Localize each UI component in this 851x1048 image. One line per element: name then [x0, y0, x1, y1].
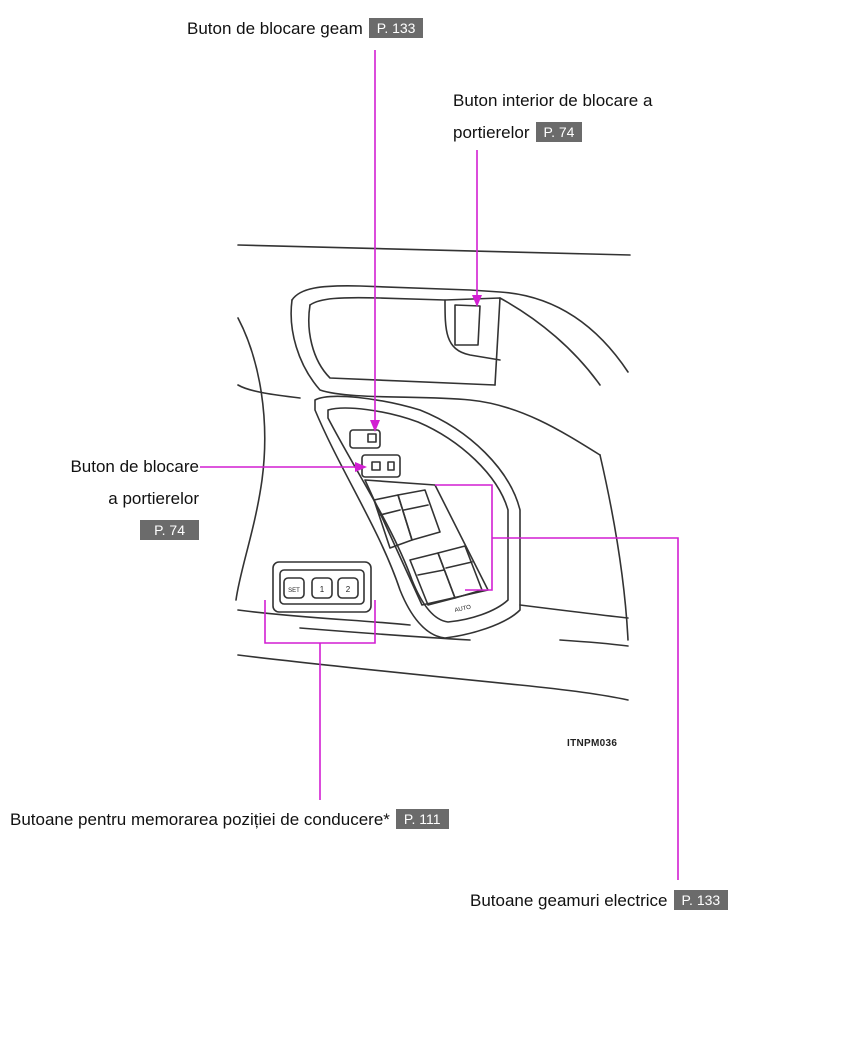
- memory-key-set: SET: [288, 588, 300, 594]
- ref-window-lock[interactable]: P. 133: [368, 18, 424, 38]
- label-door-lock-line2: a portierelor: [108, 489, 199, 508]
- memory-switch-bezel: [272, 561, 372, 613]
- ref-door-lock[interactable]: P. 74: [140, 520, 199, 540]
- memory-1-button: [311, 577, 333, 599]
- label-inside-lock: Buton interior de blocare a portierelor P…: [453, 89, 652, 145]
- memory-set-button: [283, 577, 305, 599]
- ref-inside-lock[interactable]: P. 74: [535, 122, 583, 142]
- label-memory-buttons-text: Butoane pentru memorarea poziției de con…: [10, 810, 390, 829]
- switch-pod-outline: [314, 395, 521, 639]
- label-window-lock-text: Buton de blocare geam: [187, 19, 363, 38]
- figure-code: ITNPM036: [567, 738, 618, 749]
- memory-key-1: 1: [320, 585, 325, 594]
- label-power-windows-text: Butoane geamuri electrice: [470, 891, 668, 910]
- label-door-lock: Buton de blocare a portierelor P. 74: [70, 455, 199, 543]
- memory-2-button: [337, 577, 359, 599]
- memory-key-2: 2: [346, 585, 351, 594]
- leader-power-windows: [492, 537, 679, 880]
- label-inside-lock-line2: portierelor: [453, 123, 530, 142]
- label-power-windows: Butoane geamuri electrice P. 133: [470, 889, 729, 913]
- window-switch-2: [397, 489, 441, 541]
- label-inside-lock-line1: Buton interior de blocare a: [453, 91, 653, 110]
- auto-mark: AUTO: [454, 605, 472, 614]
- door-top-trim: [237, 244, 631, 256]
- label-window-lock: Buton de blocare geam P. 133: [187, 17, 424, 41]
- ref-memory-buttons[interactable]: P. 111: [395, 809, 449, 829]
- label-door-lock-line1: Buton de blocare: [70, 457, 199, 476]
- label-memory-buttons: Butoane pentru memorarea poziției de con…: [10, 808, 449, 832]
- window-lock-button: [349, 429, 381, 449]
- ref-power-windows[interactable]: P. 133: [673, 890, 729, 910]
- inside-lock-lever: [444, 297, 501, 386]
- door-handle-recess: [291, 285, 629, 373]
